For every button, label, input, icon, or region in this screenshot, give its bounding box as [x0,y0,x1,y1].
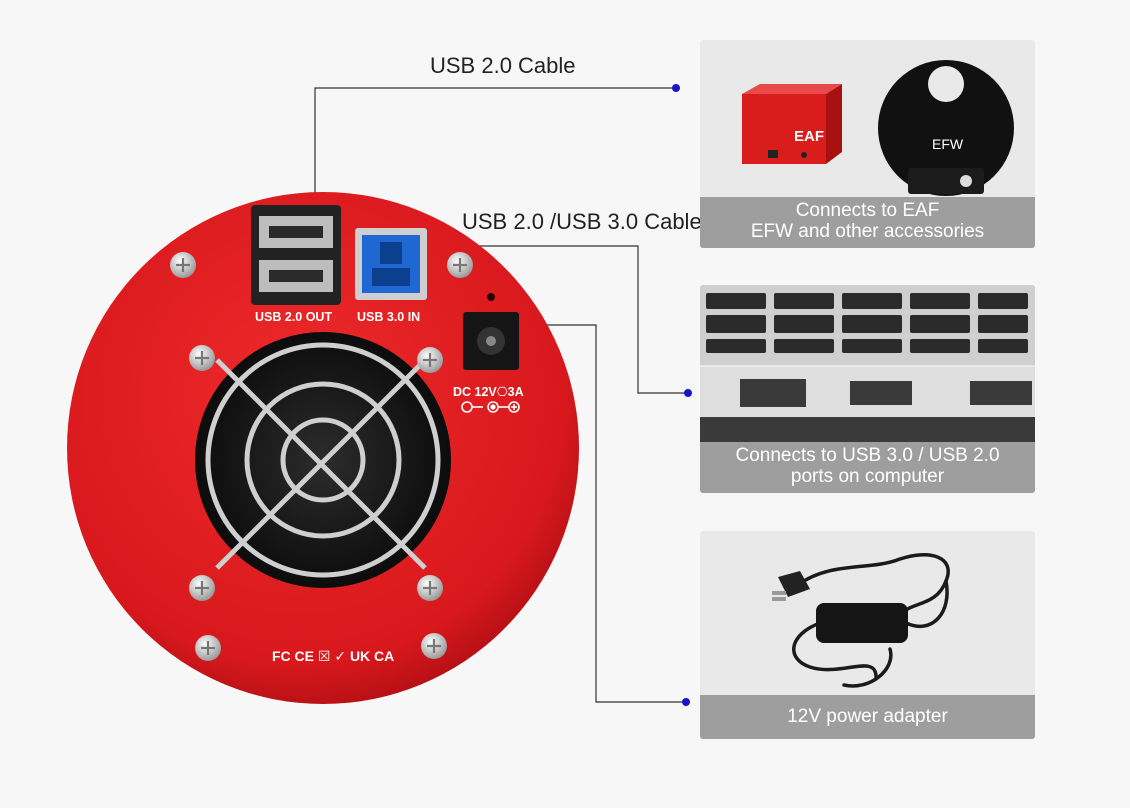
laptop-ports-image [700,285,1035,445]
accessories-caption: Connects to EAF EFW and other accessorie… [700,197,1035,248]
power-caption: 12V power adapter [700,695,1035,739]
panel-computer: Connects to USB 3.0 / USB 2.0 ports on c… [700,285,1035,493]
callout-usb3-label: USB 2.0 /USB 3.0 Cable [462,209,702,234]
caption-line: Connects to USB 3.0 / USB 2.0 [735,445,1000,466]
caption-line: EFW and other accessories [750,221,985,242]
dc-label: DC 12V⎔3A [453,385,524,399]
certification-marks: FC CE ☒ ✓ UK CA [272,648,395,664]
caption-line: 12V power adapter [787,706,948,727]
panel-accessories: EAF EFW Connects to EAF EFW and other ac… [700,40,1035,248]
caption-line: Connects to EAF [795,200,940,221]
accessories-image [742,60,1014,196]
efw-device-icon [878,60,1014,196]
efw-label: EFW [932,136,964,152]
caption-line: ports on computer [790,466,945,487]
eaf-label: EAF [794,128,824,145]
eaf-device-icon [742,84,842,164]
usb-out-label: USB 2.0 OUT [255,310,333,324]
panel-power: 12V power adapter [700,531,1035,739]
camera-body-graphic [67,192,579,704]
usb-in-label: USB 3.0 IN [357,310,421,324]
computer-caption: Connects to USB 3.0 / USB 2.0 ports on c… [700,442,1035,493]
camera-back: USB 2.0 OUT USB 3.0 IN DC 12V⎔3A FC CE ☒… [65,190,581,706]
callout-usb2-label: USB 2.0 Cable [430,53,576,78]
power-adapter-image [772,553,950,688]
